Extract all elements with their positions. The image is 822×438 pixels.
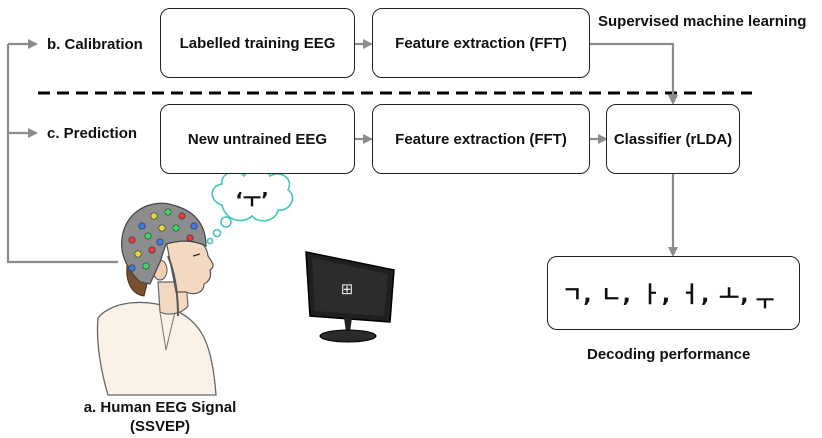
prediction-label: c. Prediction <box>47 125 138 142</box>
decoded-sequence-text: ㄱ, ㄴ, ㅏ, ㅓ, ㅗ, <box>562 283 750 308</box>
decoded-output-box: ㄱ, ㄴ, ㅏ, ㅓ, ㅗ, <box>547 256 800 330</box>
calibration-label: b. Calibration <box>47 36 143 53</box>
new-untrained-eeg-box: New untrained EEG <box>160 104 355 174</box>
calibration-feature-extraction-box: Feature extraction (FFT) <box>372 8 590 78</box>
arrow-cal-2 <box>590 42 678 105</box>
new-untrained-eeg-text: New untrained EEG <box>187 130 328 148</box>
prediction-feature-extraction-box: Feature extraction (FFT) <box>372 104 590 174</box>
labelled-training-eeg-box: Labelled training EEG <box>160 8 355 78</box>
thought-bubble-text: ‘ㅜ’ <box>235 188 269 212</box>
prediction-feature-extraction-text: Feature extraction (FFT) <box>395 130 567 148</box>
calibration-feature-extraction-text: Feature extraction (FFT) <box>395 34 567 52</box>
thought-bubble-icon <box>206 167 294 245</box>
monitor-screen-glyph: ⊞ <box>340 280 354 298</box>
human-eeg-caption-line1: a. Human EEG Signal <box>83 399 237 416</box>
human-eeg-caption-line2: (SSVEP) <box>129 418 190 435</box>
human-eeg-caption: a. Human EEG Signal (SSVEP) <box>60 398 260 436</box>
decoding-performance-caption: Decoding performance <box>587 346 751 363</box>
feedback-connector <box>6 44 118 264</box>
monitor-icon <box>305 251 395 343</box>
labelled-training-eeg-text: Labelled training EEG <box>179 34 336 52</box>
classifier-box: Classifier (rLDA) <box>606 104 740 174</box>
classifier-text: Classifier (rLDA) <box>613 130 733 148</box>
supervised-ml-label: Supervised machine learning <box>598 13 807 30</box>
decoded-highlight-char: ㅜ <box>755 290 775 314</box>
human-with-eeg-cap-icon <box>96 202 217 396</box>
